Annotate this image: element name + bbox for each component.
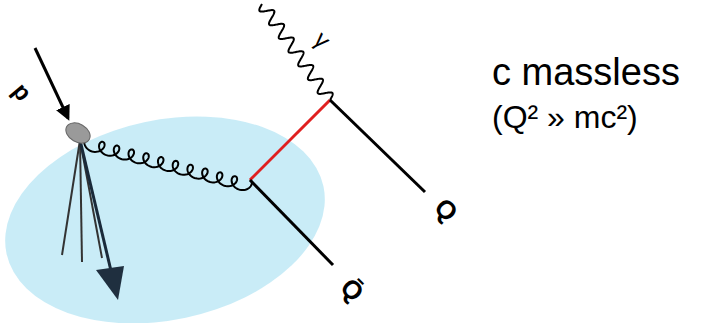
particle-label: p	[7, 78, 37, 106]
particle-label: γ	[308, 26, 335, 53]
proton-arrow	[35, 48, 68, 118]
note-text: c massless	[492, 52, 680, 94]
note-text: (Q² » mc²)	[492, 100, 638, 135]
proton-remnant-region	[0, 89, 344, 323]
hadron-fan	[62, 140, 124, 300]
charm-propagator	[250, 100, 330, 180]
quark-line	[330, 100, 425, 192]
particle-label: Q̄	[335, 273, 370, 308]
gluon-line	[84, 138, 252, 190]
antiquark-line	[250, 180, 333, 265]
photon-line	[259, 4, 332, 100]
proton-blob	[62, 119, 94, 148]
particle-label: Q	[429, 193, 464, 228]
